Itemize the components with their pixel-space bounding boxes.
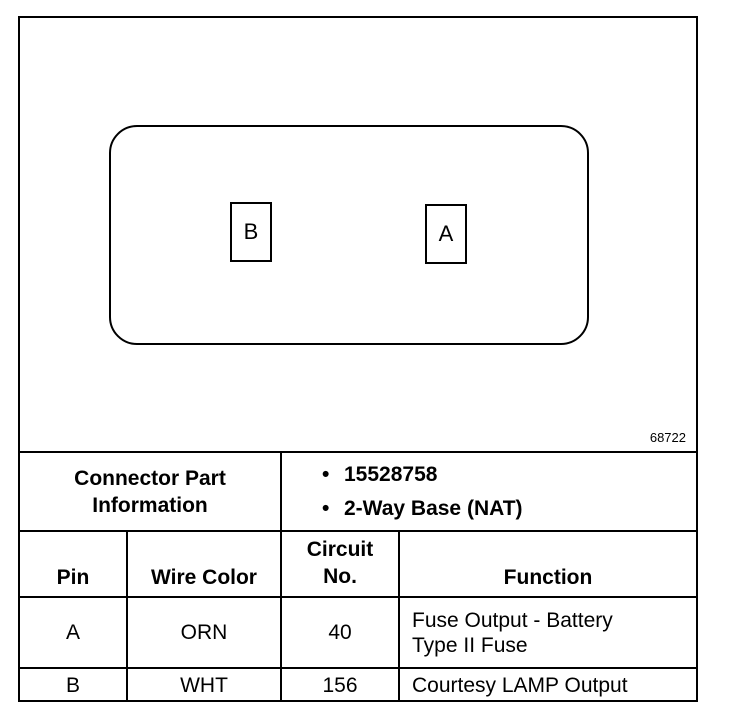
header-row: Pin Wire Color Circuit No. Function <box>20 530 696 598</box>
cell-circuit: 156 <box>280 667 400 702</box>
figure-id: 68722 <box>649 430 686 445</box>
pin-label: A <box>438 221 454 246</box>
table-row: B WHT 156 Courtesy LAMP Output <box>20 667 696 702</box>
connector-table: Connector Part Information •15528758 •2-… <box>20 453 696 702</box>
cell-pin: B <box>20 667 128 702</box>
connector-diagram: B A 68722 <box>20 18 696 453</box>
connector-face <box>109 125 589 345</box>
cell-function: Courtesy LAMP Output <box>398 667 696 702</box>
header-wire-color: Wire Color <box>126 530 282 598</box>
pin-cavity-b: B <box>230 202 272 262</box>
header-pin: Pin <box>20 530 128 598</box>
connector-part-label: Connector Part Information <box>20 453 282 532</box>
cell-function: Fuse Output - Battery Type II Fuse <box>398 596 696 669</box>
part-number: •15528758 <box>322 462 438 486</box>
cell-circuit: 40 <box>280 596 400 669</box>
connector-part-list: •15528758 •2-Way Base (NAT) <box>280 453 696 532</box>
header-circuit: Circuit No. <box>280 530 400 598</box>
connector-part-row: Connector Part Information •15528758 •2-… <box>20 453 696 532</box>
pin-label: B <box>243 219 259 244</box>
header-function: Function <box>398 530 696 598</box>
part-description: •2-Way Base (NAT) <box>322 496 523 520</box>
cell-wire-color: WHT <box>126 667 282 702</box>
connector-info-frame: B A 68722 Connector Part Information •15… <box>18 16 698 702</box>
table-row: A ORN 40 Fuse Output - Battery Type II F… <box>20 596 696 669</box>
cell-pin: A <box>20 596 128 669</box>
cell-wire-color: ORN <box>126 596 282 669</box>
pin-cavity-a: A <box>425 204 467 264</box>
